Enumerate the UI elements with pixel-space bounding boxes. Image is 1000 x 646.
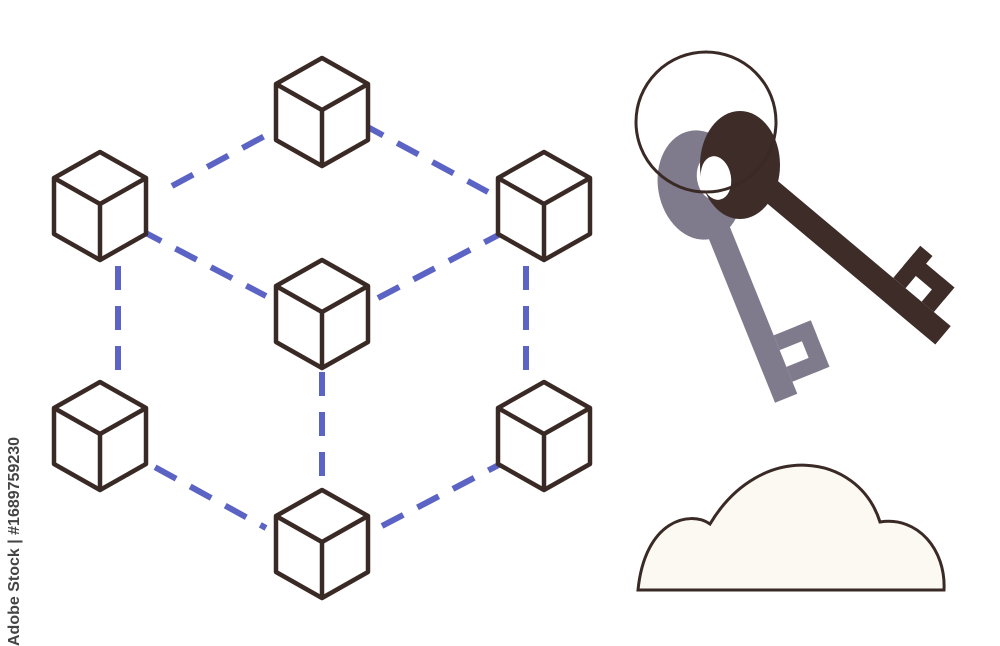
key-ring-icon: [634, 50, 778, 194]
connection-dash: [118, 445, 268, 531]
connection-dash: [376, 227, 510, 301]
cube-icon: [51, 379, 149, 493]
cube-icon: [273, 257, 371, 371]
cube-icon: [495, 149, 593, 263]
cube-nodes: [51, 55, 593, 601]
connection-dash: [138, 227, 268, 299]
cube-icon: [273, 55, 371, 169]
connection-dash: [380, 455, 514, 529]
watermark-text: Adobe Stock | #1689759230: [6, 436, 23, 646]
cube-icon: [495, 379, 593, 493]
cloud-icon: [636, 463, 946, 592]
cube-icon: [51, 149, 149, 263]
blockchain-network: [51, 55, 593, 601]
keys-group: [634, 50, 955, 403]
cube-icon: [273, 487, 371, 601]
connection-dash: [170, 115, 300, 189]
network-connections: [115, 115, 529, 531]
connection-dash: [360, 121, 490, 195]
